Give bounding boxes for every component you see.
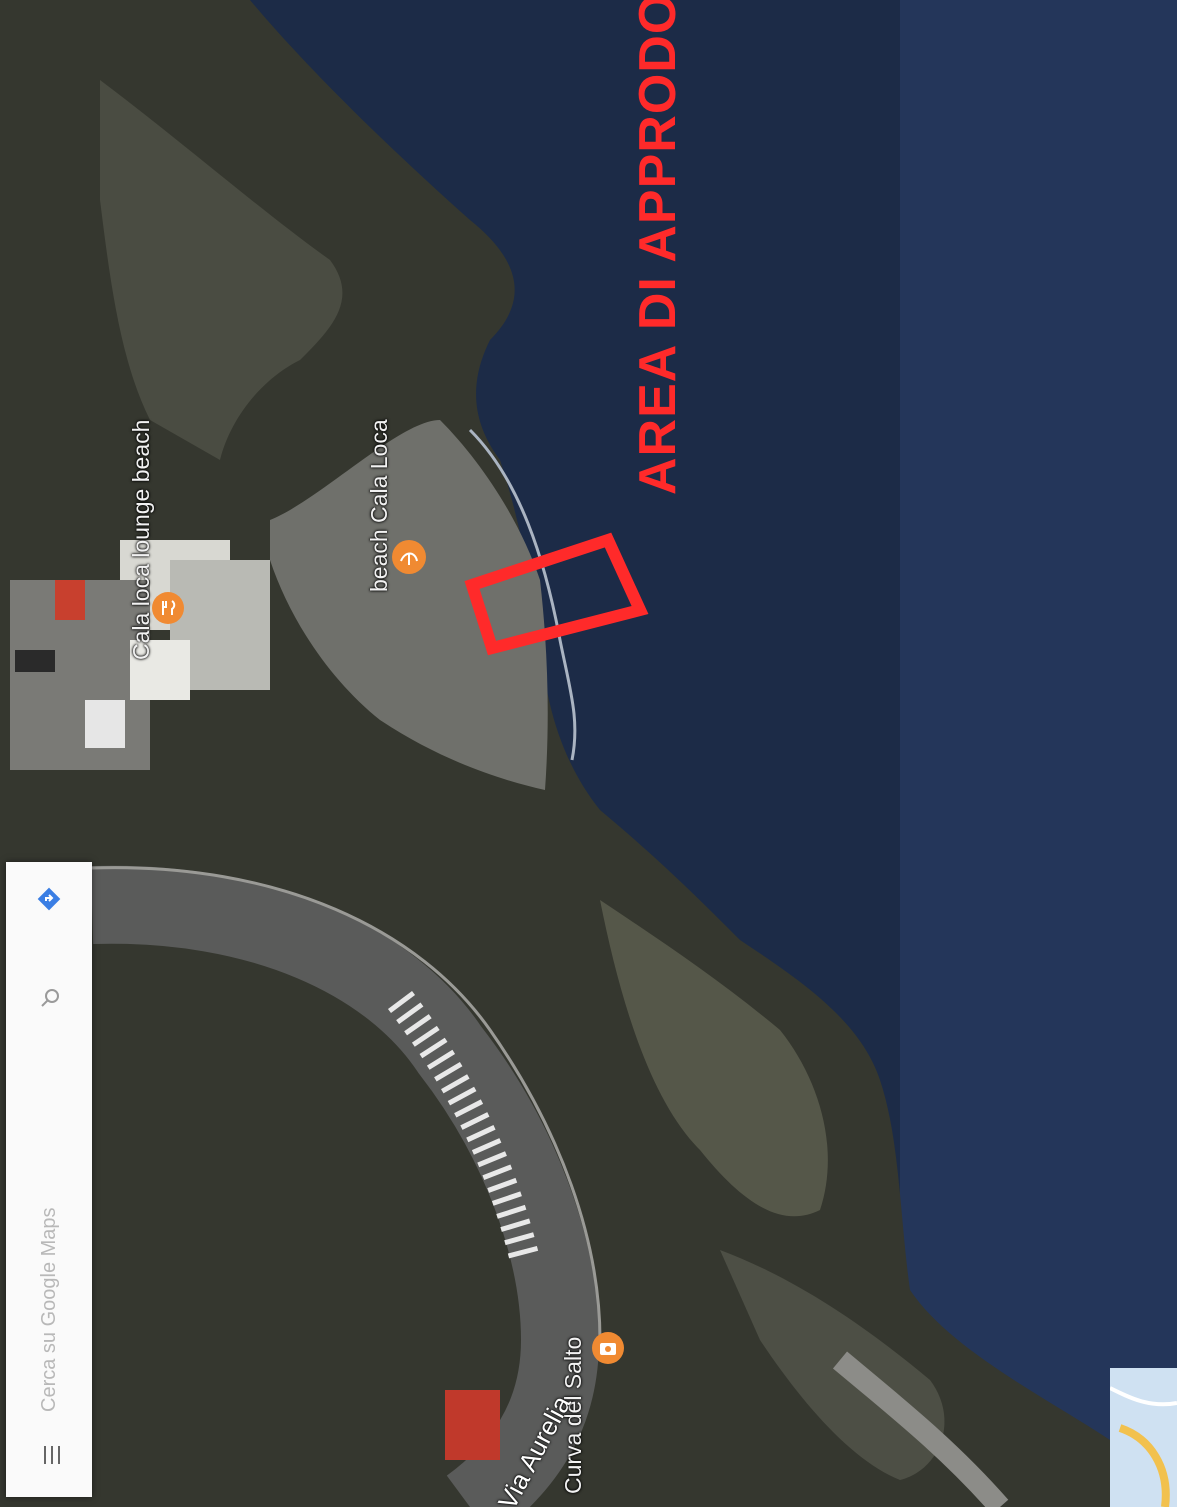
restaurant-icon[interactable] bbox=[152, 592, 184, 624]
parked-car-2 bbox=[85, 700, 125, 748]
poi-label-lounge[interactable]: Cala loca lounge beach bbox=[128, 419, 154, 660]
search-bar[interactable]: Cerca su Google Maps bbox=[6, 862, 92, 1497]
beach-area bbox=[270, 420, 548, 790]
sea-deep bbox=[900, 0, 1177, 1507]
parked-car-1 bbox=[15, 650, 55, 672]
road-via-aurelia bbox=[90, 865, 600, 1507]
coast-rock bbox=[0, 0, 1110, 1507]
annotation-headline: AREA DI APPRODO DEL bbox=[629, 0, 687, 495]
red-umbrellas bbox=[55, 580, 85, 620]
vehicle-bus bbox=[445, 1390, 500, 1460]
road-crosswalk bbox=[387, 991, 540, 1264]
search-icon[interactable] bbox=[38, 986, 62, 1010]
directions-icon[interactable] bbox=[36, 886, 62, 912]
rock-patch bbox=[600, 900, 828, 1217]
hamburger-menu-icon[interactable] bbox=[42, 1444, 62, 1466]
camera-icon[interactable] bbox=[592, 1332, 624, 1364]
coastal-path bbox=[832, 1351, 1009, 1507]
search-input[interactable]: Cerca su Google Maps bbox=[38, 1207, 60, 1412]
coast-rock-light bbox=[100, 80, 343, 460]
white-umbrellas bbox=[130, 640, 190, 700]
road-edge bbox=[91, 866, 602, 1341]
beach-icon[interactable] bbox=[392, 540, 426, 574]
poi-label-beach[interactable]: beach Cala Loca bbox=[366, 419, 392, 592]
approach-area-marker bbox=[464, 532, 649, 656]
surf-line bbox=[468, 428, 577, 761]
layer-switcher-thumbnail[interactable] bbox=[1110, 1368, 1177, 1507]
rock-patch-2 bbox=[720, 1250, 945, 1480]
